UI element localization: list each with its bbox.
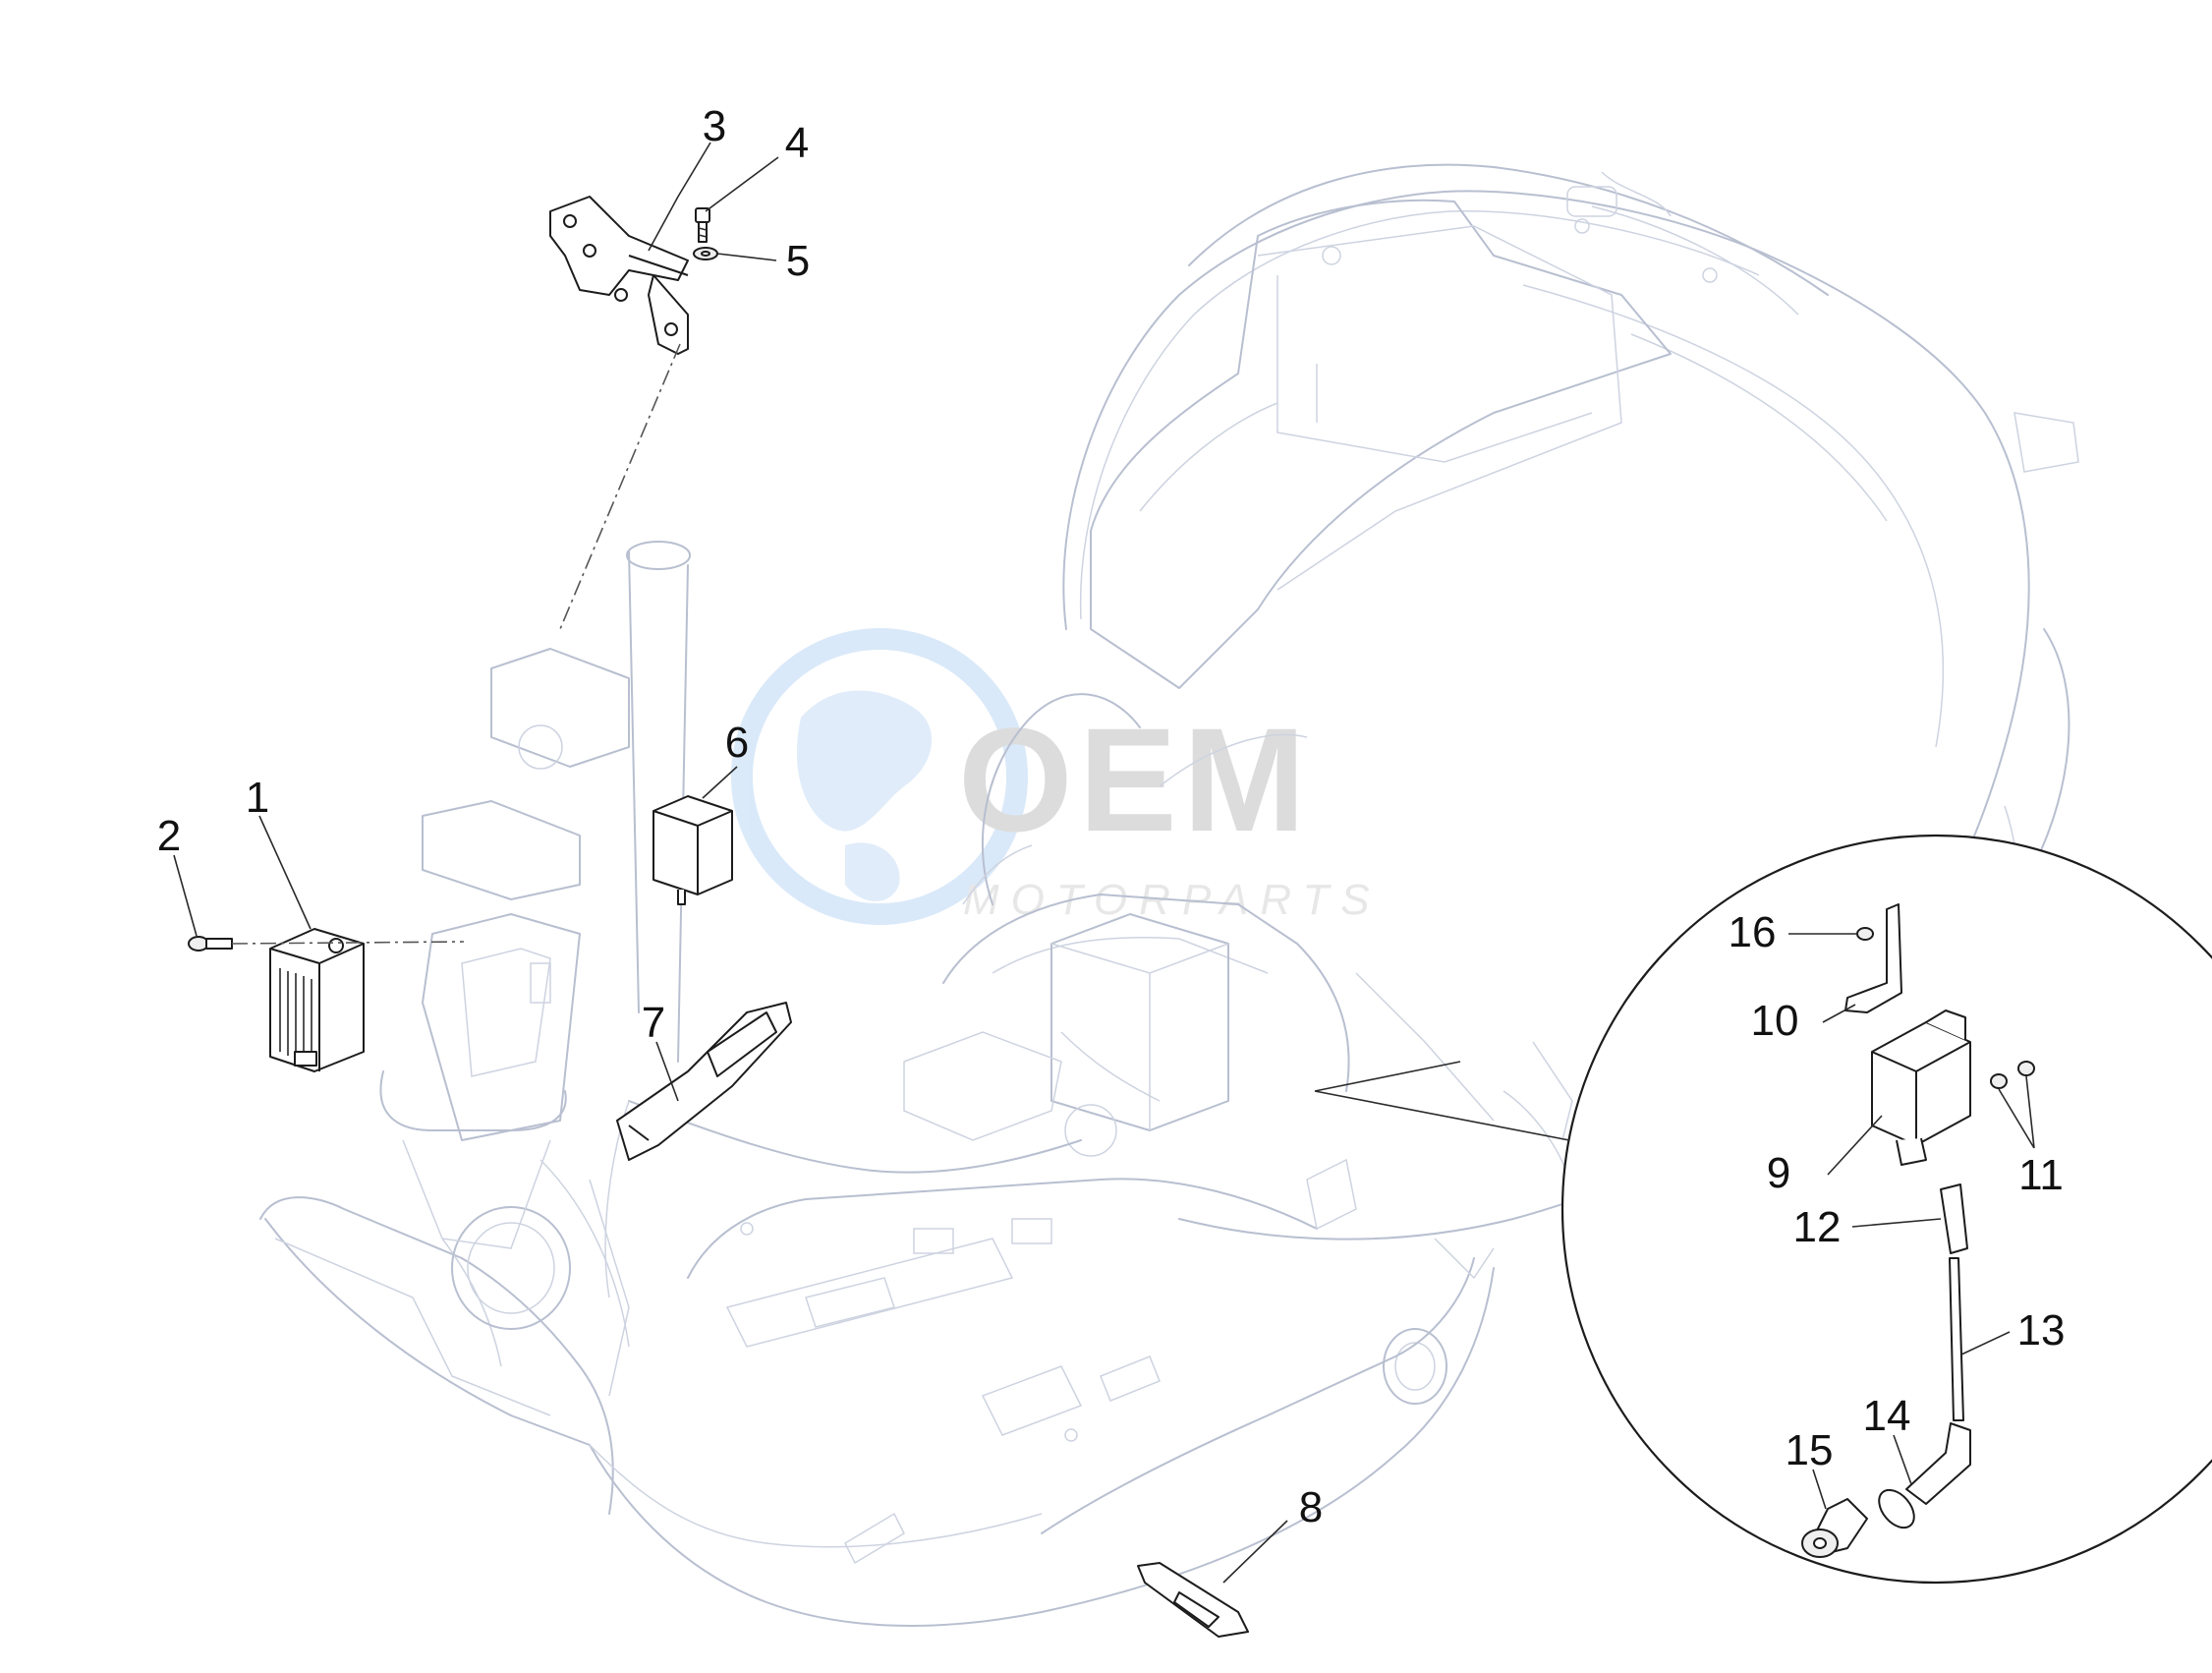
part-16-nut — [1856, 927, 1874, 941]
part-3-bracket — [549, 196, 689, 355]
leader-8 — [1222, 1520, 1288, 1584]
part-14-spark-plug-cap — [1878, 1422, 1971, 1529]
callout-4: 4 — [785, 119, 809, 167]
leader-11 — [1998, 1075, 2035, 1149]
leader-4 — [705, 156, 779, 212]
callout-5: 5 — [786, 237, 810, 285]
part-9-ignition-coil — [1871, 1010, 1971, 1166]
leader-12 — [1851, 1218, 1942, 1228]
callout-12: 12 — [1793, 1203, 1842, 1251]
leader-3 — [648, 142, 711, 252]
callout-15: 15 — [1786, 1426, 1834, 1474]
detail-view-ignition-coil — [1314, 835, 2212, 1584]
callout-11: 11 — [2018, 1151, 2064, 1199]
leader-14 — [1893, 1434, 1912, 1485]
leader-9 — [1827, 1115, 1883, 1176]
part-6-relay — [652, 795, 733, 905]
callout-7: 7 — [642, 999, 665, 1047]
leader-5 — [716, 253, 777, 261]
leader-7 — [655, 1041, 679, 1102]
part-5-washer — [693, 247, 718, 260]
part-13-cable — [1949, 1257, 1964, 1421]
detail-circle — [1561, 835, 2212, 1584]
callout-14: 14 — [1863, 1392, 1911, 1440]
part-8-clip — [1137, 1562, 1249, 1638]
part-7-clip — [616, 1002, 792, 1161]
leader-15 — [1812, 1469, 1827, 1510]
watermark: OEM MOTORPARTS — [731, 628, 1370, 925]
part-2-screw — [188, 936, 233, 952]
leader-1 — [258, 815, 312, 930]
part-12-cap — [1940, 1183, 1968, 1254]
callout-2: 2 — [157, 812, 181, 860]
part-1-regulator — [269, 928, 365, 1072]
part-4-bolt — [695, 207, 710, 243]
leader-6 — [702, 766, 738, 799]
callout-9: 9 — [1767, 1149, 1790, 1197]
part-11-nut-a — [1990, 1073, 2008, 1089]
watermark-brand: OEM — [958, 697, 1312, 862]
callout-1: 1 — [246, 774, 269, 822]
steering-column-outline — [379, 541, 691, 1397]
part-15-grommet — [1801, 1498, 1868, 1558]
part-11-nut-b — [2017, 1061, 2035, 1076]
callout-3: 3 — [703, 102, 726, 150]
leader-10 — [1822, 1004, 1856, 1023]
callout-numbers: 1 2 3 4 5 6 7 8 9 10 11 12 13 14 15 16 — [157, 102, 2066, 1531]
callout-16: 16 — [1729, 908, 1777, 956]
leader-lines — [173, 142, 2035, 1584]
callout-6: 6 — [725, 719, 749, 767]
part-10-bracket — [1844, 903, 1902, 1013]
globe-icon — [731, 628, 1028, 925]
detail-pointer — [1314, 1061, 1570, 1141]
leader-2 — [173, 854, 198, 937]
leader-13 — [1960, 1331, 2011, 1356]
callout-13: 13 — [2017, 1306, 2066, 1355]
callout-10: 10 — [1751, 997, 1799, 1045]
assembly-lines — [231, 343, 681, 945]
callout-8: 8 — [1299, 1483, 1323, 1531]
